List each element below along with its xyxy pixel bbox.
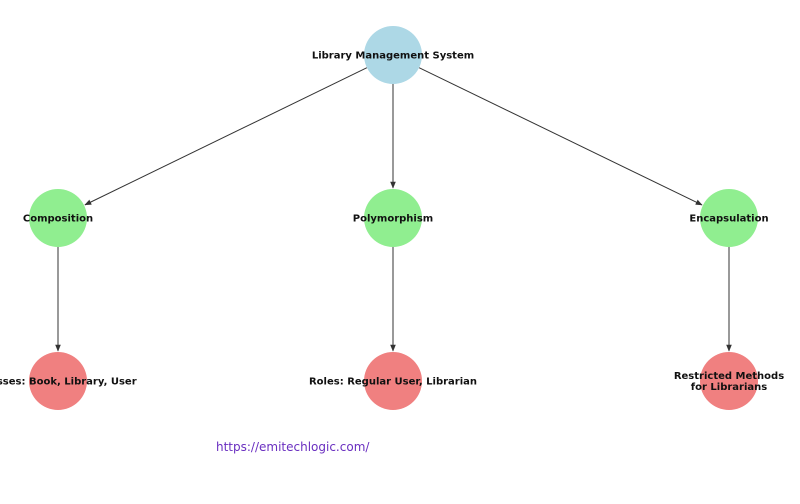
node-label-composition: Composition <box>23 214 93 225</box>
node-label-polymorphism: Polymorphism <box>353 214 433 225</box>
node-circle-roles <box>364 352 422 410</box>
edge-root-to-composition <box>84 67 368 206</box>
node-circle-classes <box>29 352 87 410</box>
node-circle-encapsulation <box>700 189 758 247</box>
node-circle-restricted <box>700 352 758 410</box>
node-label-root: Library Management System <box>312 51 474 62</box>
node-circle-composition <box>29 189 87 247</box>
node-label-roles: Roles: Regular User, Librarian <box>309 377 477 388</box>
node-circle-root <box>364 26 422 84</box>
node-circle-polymorphism <box>364 189 422 247</box>
source-url-link[interactable]: https://emitechlogic.com/ <box>216 440 370 454</box>
edge-layer <box>55 67 732 352</box>
node-label-classes: Classes: Book, Library, User <box>0 377 137 388</box>
edge-root-to-encapsulation <box>418 67 703 206</box>
node-label-encapsulation: Encapsulation <box>689 214 768 225</box>
